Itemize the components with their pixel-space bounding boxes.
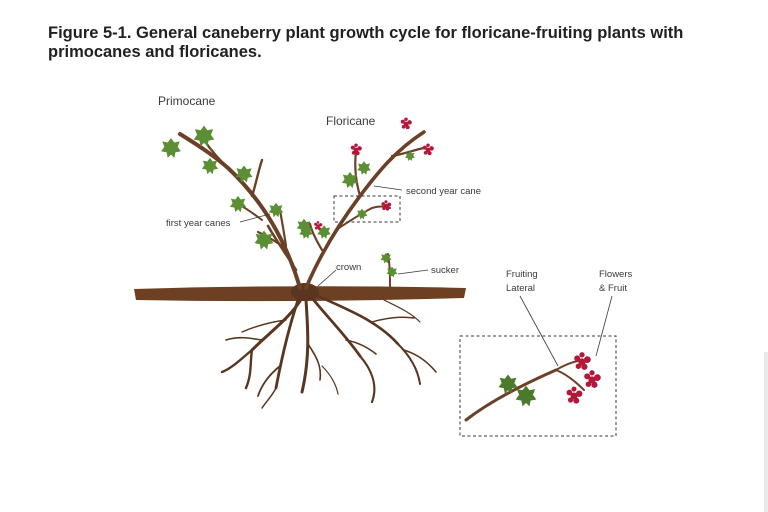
sucker-shoot bbox=[380, 252, 398, 289]
second-year-cane-label: second year cane bbox=[406, 186, 481, 197]
second-year-cane-leader bbox=[373, 185, 403, 191]
floricane-stems bbox=[304, 130, 426, 290]
fruiting-lateral-inset-box bbox=[459, 335, 617, 437]
fruiting-lateral-label-line2: Lateral bbox=[506, 283, 535, 294]
flowers-fruit-label-line1: Flowers bbox=[599, 269, 633, 280]
fruiting-lateral-leader bbox=[519, 295, 559, 367]
floricane-berries bbox=[314, 117, 434, 230]
crown-label: crown bbox=[336, 262, 361, 273]
first-year-canes-label: first year canes bbox=[166, 218, 231, 229]
crown-node bbox=[291, 283, 319, 301]
sucker-label: sucker bbox=[431, 265, 459, 276]
primocane-label: Primocane bbox=[158, 94, 216, 108]
lateral-highlight-box bbox=[333, 195, 401, 223]
fruiting-lateral-closeup bbox=[464, 352, 601, 422]
primocane-leaves bbox=[161, 125, 312, 250]
first-year-canes-leader bbox=[239, 213, 271, 223]
flowers-fruit-label-line2: & Fruit bbox=[599, 283, 627, 294]
sucker-leader bbox=[397, 269, 429, 275]
crown-leader bbox=[317, 269, 337, 287]
floricane-label: Floricane bbox=[326, 114, 376, 128]
figure-title: Figure 5-1. General caneberry plant grow… bbox=[48, 24, 684, 61]
fruiting-lateral-label-line1: Fruiting bbox=[506, 269, 538, 280]
right-edge-bar bbox=[764, 352, 768, 512]
flowers-fruit-leader bbox=[595, 295, 613, 357]
root-system bbox=[220, 294, 437, 409]
